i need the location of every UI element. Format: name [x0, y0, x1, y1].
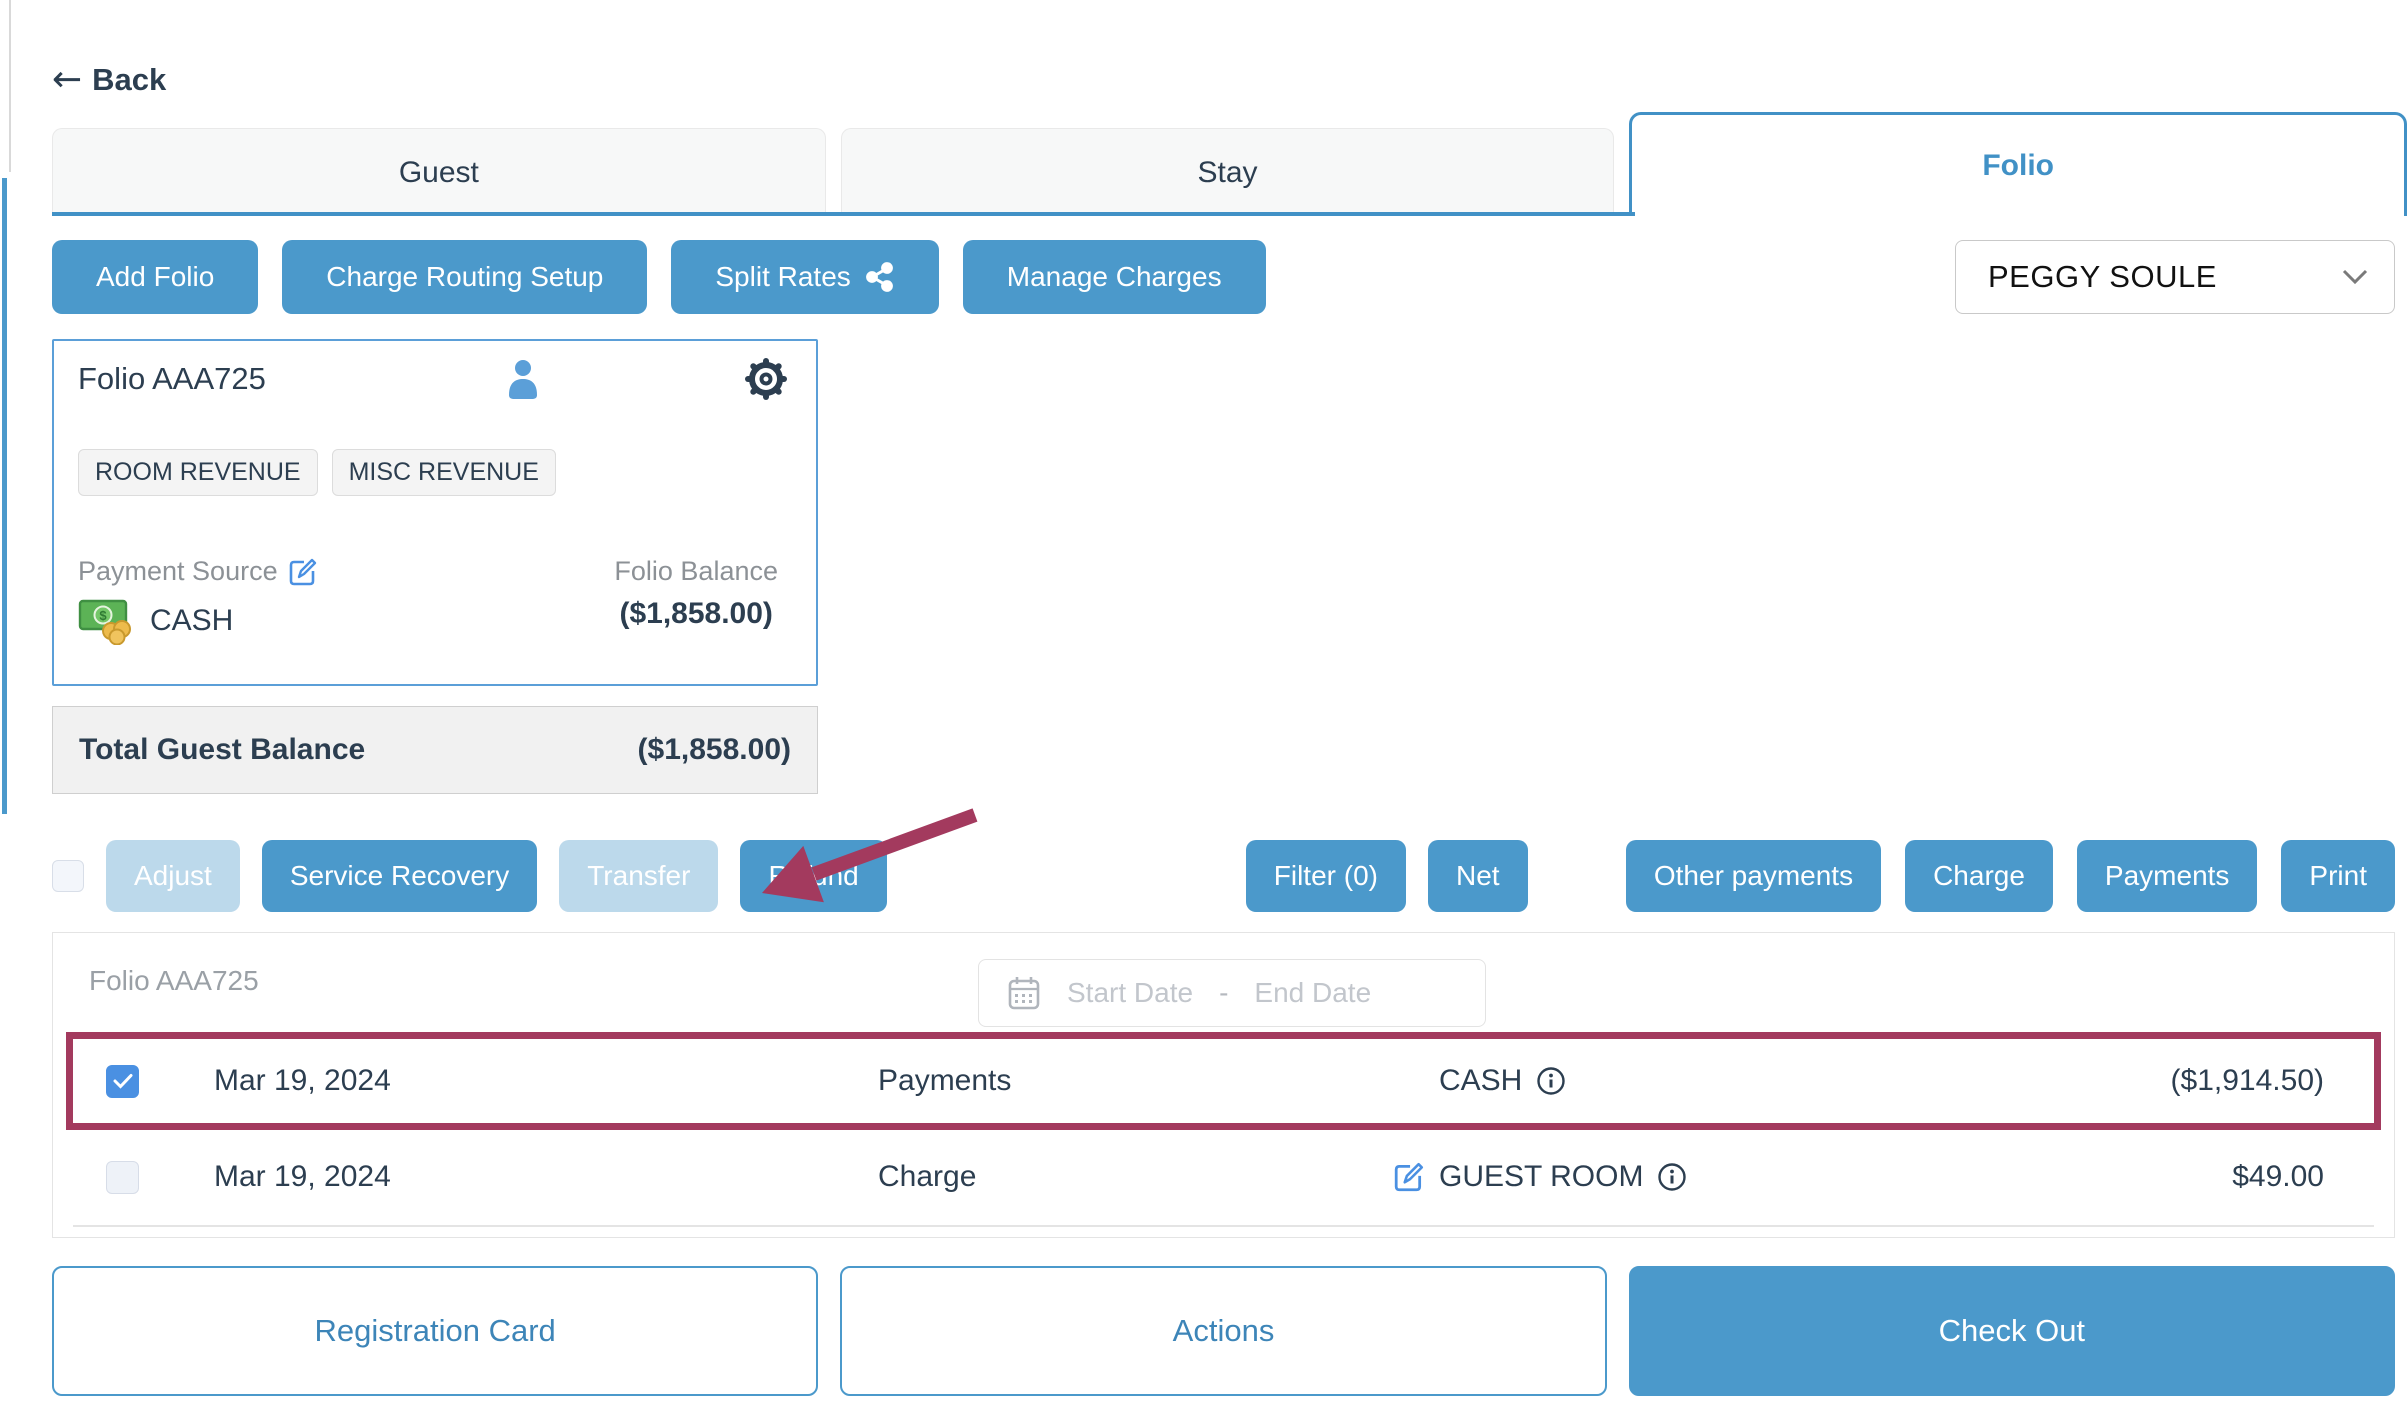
row-amount: $49.00	[2232, 1160, 2324, 1193]
split-rates-button[interactable]: Split Rates	[671, 240, 939, 314]
folio-balance-block: Folio Balance ($1,858.00)	[614, 556, 792, 645]
folio-card: Folio AAA725	[52, 339, 818, 686]
tab-guest[interactable]: Guest	[52, 128, 826, 216]
adjust-button[interactable]: Adjust	[106, 840, 240, 912]
row-date: Mar 19, 2024	[214, 1064, 391, 1097]
start-date-placeholder[interactable]: Start Date	[1067, 977, 1194, 1008]
check-out-button[interactable]: Check Out	[1628, 1266, 2395, 1396]
transaction-row-charge[interactable]: Mar 19, 2024 Charge GUEST ROOM	[73, 1145, 2374, 1209]
folio-card-info: Payment Source	[78, 556, 792, 645]
split-rates-label: Split Rates	[715, 261, 851, 292]
select-all-checkbox[interactable]	[52, 860, 84, 892]
tag-misc-revenue: MISC REVENUE	[331, 449, 556, 496]
folio-card-title: Folio AAA725	[78, 361, 266, 396]
row-checkbox-checked[interactable]	[106, 1064, 139, 1098]
info-icon[interactable]	[1536, 1066, 1566, 1096]
registration-card-button[interactable]: Registration Card	[52, 1266, 819, 1396]
tab-stay[interactable]: Stay	[840, 128, 1615, 216]
share-icon	[865, 262, 895, 292]
row-description: GUEST ROOM	[1439, 1160, 1644, 1193]
add-folio-button[interactable]: Add Folio	[52, 240, 259, 314]
guest-select-dropdown[interactable]: PEGGY SOULE	[1955, 240, 2395, 314]
tab-bar: Guest Stay Folio	[52, 112, 2408, 216]
back-button[interactable]: ← Back	[52, 62, 202, 98]
refund-button[interactable]: Refund	[740, 840, 887, 912]
tab-underline	[52, 212, 1635, 216]
date-range-picker[interactable]: Start Date - End Date	[978, 959, 1486, 1027]
other-payments-button[interactable]: Other payments	[1625, 840, 1882, 912]
print-button[interactable]: Print	[2281, 840, 2395, 912]
folio-toolbar: Add Folio Charge Routing Setup Split Rat…	[52, 240, 2395, 314]
actions-button[interactable]: Actions	[840, 1266, 1607, 1396]
total-guest-balance-label: Total Guest Balance	[79, 733, 366, 766]
right-action-buttons: Other payments Charge Payments Print	[1625, 840, 2395, 912]
service-recovery-button[interactable]: Service Recovery	[261, 840, 538, 912]
tag-room-revenue: ROOM REVENUE	[78, 449, 318, 496]
row-type: Charge	[878, 1160, 977, 1193]
row-amount: ($1,914.50)	[2170, 1064, 2324, 1097]
main-content: ← Back Guest Stay Folio Add Folio Charge…	[52, 0, 2408, 1396]
back-arrow-icon: ←	[52, 59, 83, 100]
svg-text:$: $	[99, 608, 107, 623]
charge-button[interactable]: Charge	[1905, 840, 2053, 912]
transfer-button[interactable]: Transfer	[559, 840, 719, 912]
chevron-down-icon	[2342, 269, 2368, 285]
row-description: CASH	[1439, 1064, 1523, 1097]
edit-charge-icon[interactable]	[1393, 1161, 1425, 1193]
guest-select-value: PEGGY SOULE	[1988, 259, 2217, 294]
net-button[interactable]: Net	[1427, 840, 1528, 912]
info-icon[interactable]	[1657, 1162, 1687, 1192]
tab-folio[interactable]: Folio	[1629, 112, 2408, 216]
filter-button[interactable]: Filter (0)	[1245, 840, 1406, 912]
row-type: Payments	[878, 1064, 1012, 1097]
row-checkbox[interactable]	[106, 1160, 139, 1194]
cash-money-icon: $	[78, 597, 136, 645]
manage-charges-button[interactable]: Manage Charges	[962, 240, 1266, 314]
charge-routing-setup-button[interactable]: Charge Routing Setup	[282, 240, 648, 314]
folio-balance-label: Folio Balance	[614, 556, 778, 586]
date-separator: -	[1219, 977, 1229, 1008]
edit-payment-source-icon[interactable]	[288, 557, 318, 587]
left-edge-accent	[2, 178, 7, 814]
footer-actions: Registration Card Actions Check Out	[52, 1266, 2395, 1396]
total-guest-balance-value: ($1,858.00)	[637, 733, 791, 766]
transaction-actions-row: Adjust Service Recovery Transfer Refund …	[52, 840, 2395, 912]
payment-source-label: Payment Source	[78, 556, 278, 586]
revenue-tags: ROOM REVENUE MISC REVENUE	[78, 449, 792, 496]
table-header: Folio AAA725	[53, 933, 2394, 1027]
table-folio-title: Folio AAA725	[89, 965, 259, 996]
calendar-icon	[1007, 975, 1041, 1011]
folio-transactions-table: Folio AAA725	[52, 932, 2395, 1238]
payment-source-block: Payment Source	[78, 556, 318, 645]
total-guest-balance-bar: Total Guest Balance ($1,858.00)	[52, 706, 818, 794]
end-date-placeholder[interactable]: End Date	[1254, 977, 1372, 1008]
folio-settings-gear-icon[interactable]	[742, 355, 790, 403]
left-edge-divider	[9, 0, 11, 172]
checkmark-icon	[113, 1074, 132, 1089]
row-date: Mar 19, 2024	[214, 1160, 391, 1193]
guest-person-icon[interactable]	[502, 357, 544, 401]
payments-button[interactable]: Payments	[2076, 840, 2258, 912]
payment-source-value: CASH	[150, 604, 234, 637]
row-divider	[73, 1225, 2374, 1227]
back-label: Back	[92, 62, 167, 97]
folio-balance-value: ($1,858.00)	[619, 597, 773, 630]
transaction-row-payment[interactable]: Mar 19, 2024 Payments CASH ($1,914.50)	[73, 1039, 2374, 1123]
